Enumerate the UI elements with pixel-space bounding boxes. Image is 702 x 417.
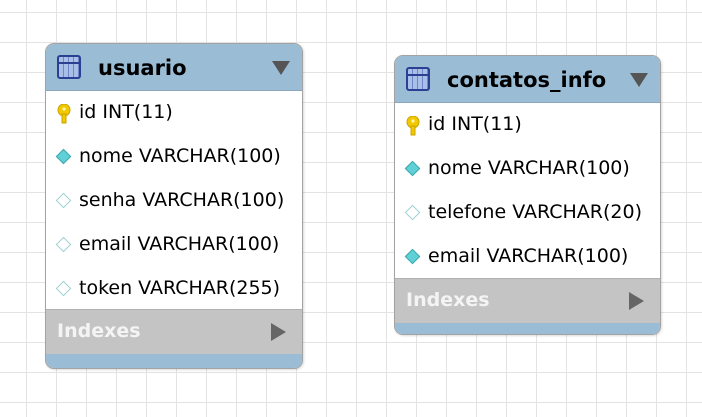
filled-diamond-icon [404, 160, 421, 177]
table-icon [57, 55, 81, 79]
column-row[interactable]: email VARCHAR(100) [46, 223, 302, 267]
column-row[interactable]: id INT(11) [46, 91, 302, 135]
column-label: nome VARCHAR(100) [428, 157, 630, 179]
column-list: id INT(11) nome VARCHAR(100) telefone VA… [395, 103, 660, 279]
expand-arrow-icon[interactable] [271, 323, 286, 341]
column-row[interactable]: nome VARCHAR(100) [395, 147, 660, 191]
column-row[interactable]: email VARCHAR(100) [395, 235, 660, 279]
column-label: email VARCHAR(100) [428, 245, 629, 267]
table-footer [395, 323, 660, 334]
filled-diamond-icon [55, 148, 72, 165]
column-label: email VARCHAR(100) [79, 233, 280, 255]
indexes-section[interactable]: Indexes [46, 309, 302, 354]
collapse-caret-icon[interactable] [630, 73, 648, 87]
table-title: contatos_info [447, 68, 607, 92]
table-icon [406, 67, 430, 91]
column-row[interactable]: telefone VARCHAR(20) [395, 191, 660, 235]
column-row[interactable]: nome VARCHAR(100) [46, 135, 302, 179]
indexes-section[interactable]: Indexes [395, 278, 660, 323]
column-row[interactable]: id INT(11) [395, 103, 660, 147]
column-row[interactable]: token VARCHAR(255) [46, 267, 302, 311]
expand-arrow-icon[interactable] [629, 292, 644, 310]
table-contatos-info[interactable]: contatos_info id INT(11) nome VARCHAR(10… [394, 55, 661, 335]
column-list: id INT(11) nome VARCHAR(100) senha VARCH… [46, 91, 302, 311]
primary-key-icon [406, 116, 420, 136]
column-label: id INT(11) [79, 101, 173, 123]
table-usuario[interactable]: usuario id INT(11) nome VARCHAR(100) sen… [45, 43, 303, 369]
primary-key-icon [57, 104, 71, 124]
table-footer [46, 354, 302, 368]
empty-diamond-icon [55, 280, 72, 297]
indexes-label: Indexes [406, 289, 490, 311]
empty-diamond-icon [55, 192, 72, 209]
table-header[interactable]: contatos_info [395, 56, 660, 103]
filled-diamond-icon [404, 248, 421, 265]
empty-diamond-icon [55, 236, 72, 253]
column-label: telefone VARCHAR(20) [428, 201, 642, 223]
column-label: token VARCHAR(255) [79, 277, 281, 299]
column-label: nome VARCHAR(100) [79, 145, 281, 167]
table-title: usuario [98, 56, 187, 80]
collapse-caret-icon[interactable] [272, 61, 290, 75]
column-row[interactable]: senha VARCHAR(100) [46, 179, 302, 223]
indexes-label: Indexes [57, 320, 141, 342]
column-label: senha VARCHAR(100) [79, 189, 285, 211]
table-header[interactable]: usuario [46, 44, 302, 91]
column-label: id INT(11) [428, 113, 522, 135]
empty-diamond-icon [404, 204, 421, 221]
